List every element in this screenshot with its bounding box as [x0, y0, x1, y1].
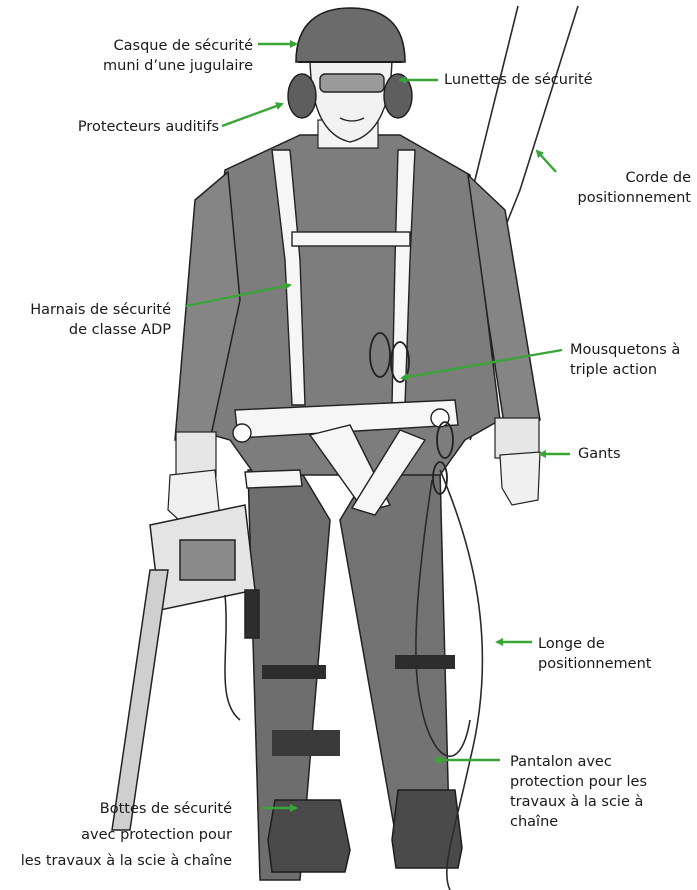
head: [288, 8, 412, 148]
label-longe: Longe de positionnement: [538, 634, 651, 674]
label-corde: Corde de positionnement: [578, 168, 691, 208]
label-gants: Gants: [578, 444, 621, 464]
arrow-protecteurs: [222, 104, 282, 126]
label-harnais: Harnais de sécurité de classe ADP: [30, 300, 171, 340]
arrow-corde: [537, 151, 556, 172]
label-casque: Casque de sécurité muni d’une jugulaire: [103, 36, 253, 76]
label-lunettes: Lunettes de sécurité: [444, 70, 593, 90]
boots: [268, 790, 462, 872]
chainsaw: [112, 505, 259, 830]
label-protecteurs: Protecteurs auditifs: [78, 117, 219, 137]
label-pantalon: Pantalon avec protection pour les travau…: [510, 752, 647, 832]
label-bottes: Bottes de sécurité avec protection pour …: [21, 796, 232, 874]
label-mousquetons: Mousquetons à triple action: [570, 340, 680, 380]
